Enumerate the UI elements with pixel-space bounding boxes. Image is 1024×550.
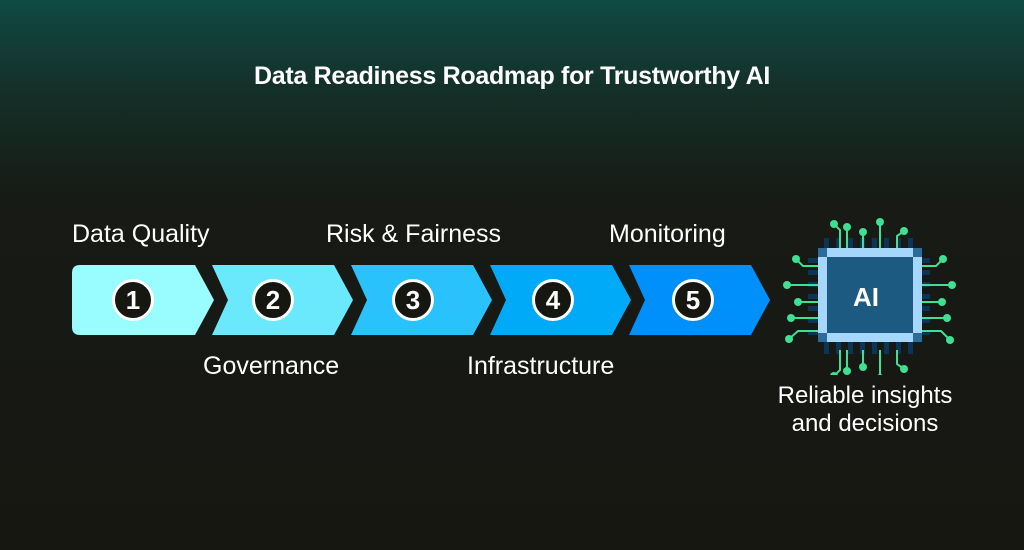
step-2-label: Governance bbox=[203, 352, 340, 380]
outcome-text: Reliable insights and decisions bbox=[760, 382, 970, 438]
outcome-line-2: and decisions bbox=[791, 410, 939, 437]
ai-chip-icon bbox=[783, 218, 956, 375]
step-5-number: 5 bbox=[672, 279, 714, 321]
outcome-line-1: Reliable insights bbox=[777, 382, 953, 409]
step-3-number: 3 bbox=[392, 279, 434, 321]
step-2-number: 2 bbox=[252, 279, 294, 321]
roadmap-arrows bbox=[72, 265, 770, 335]
diagram-title: Data Readiness Roadmap for Trustworthy A… bbox=[253, 62, 771, 90]
step-1-label: Data Quality bbox=[72, 220, 210, 248]
step-4-label: Infrastructure bbox=[467, 352, 615, 380]
step-1-number: 1 bbox=[112, 279, 154, 321]
step-5-label: Monitoring bbox=[609, 220, 726, 248]
step-3-label: Risk & Fairness bbox=[326, 220, 502, 248]
ai-chip-label: AI bbox=[853, 282, 879, 312]
step-4-number: 4 bbox=[532, 279, 574, 321]
